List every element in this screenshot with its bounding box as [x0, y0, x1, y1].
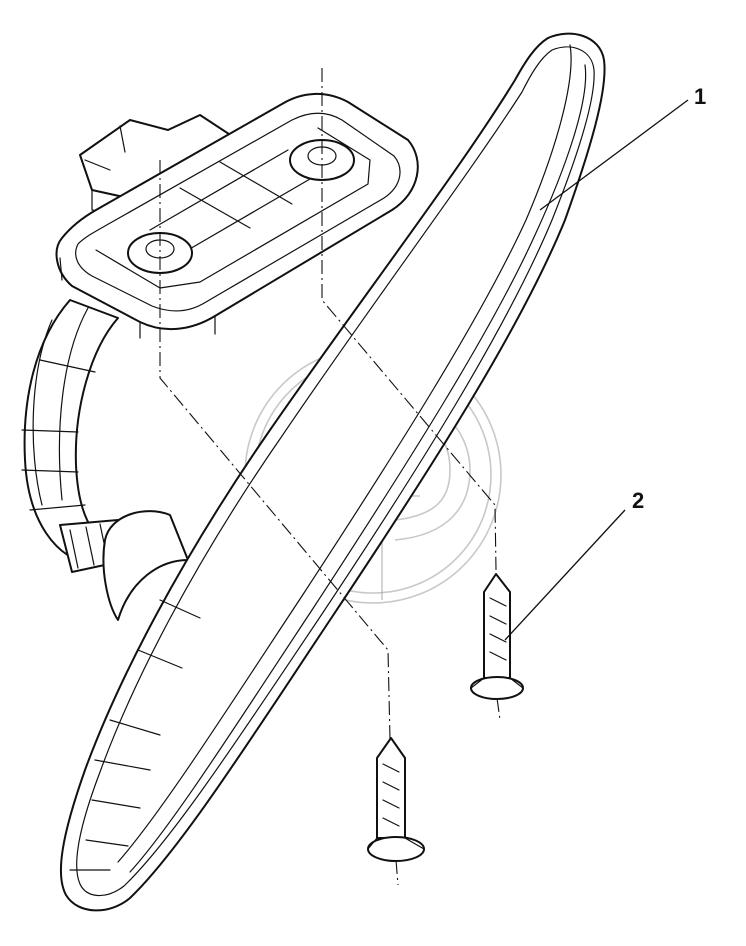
leader-line-2	[504, 509, 626, 641]
assembly-axes	[159, 68, 501, 886]
callout-label-2: 2	[632, 488, 645, 513]
leader-line-1	[539, 99, 689, 211]
mount-arm	[21, 299, 189, 621]
callout-label-1: 1	[694, 84, 707, 109]
screw-upper	[470, 573, 524, 700]
mirror-housing	[59, 32, 606, 912]
screw-lower	[367, 737, 425, 862]
